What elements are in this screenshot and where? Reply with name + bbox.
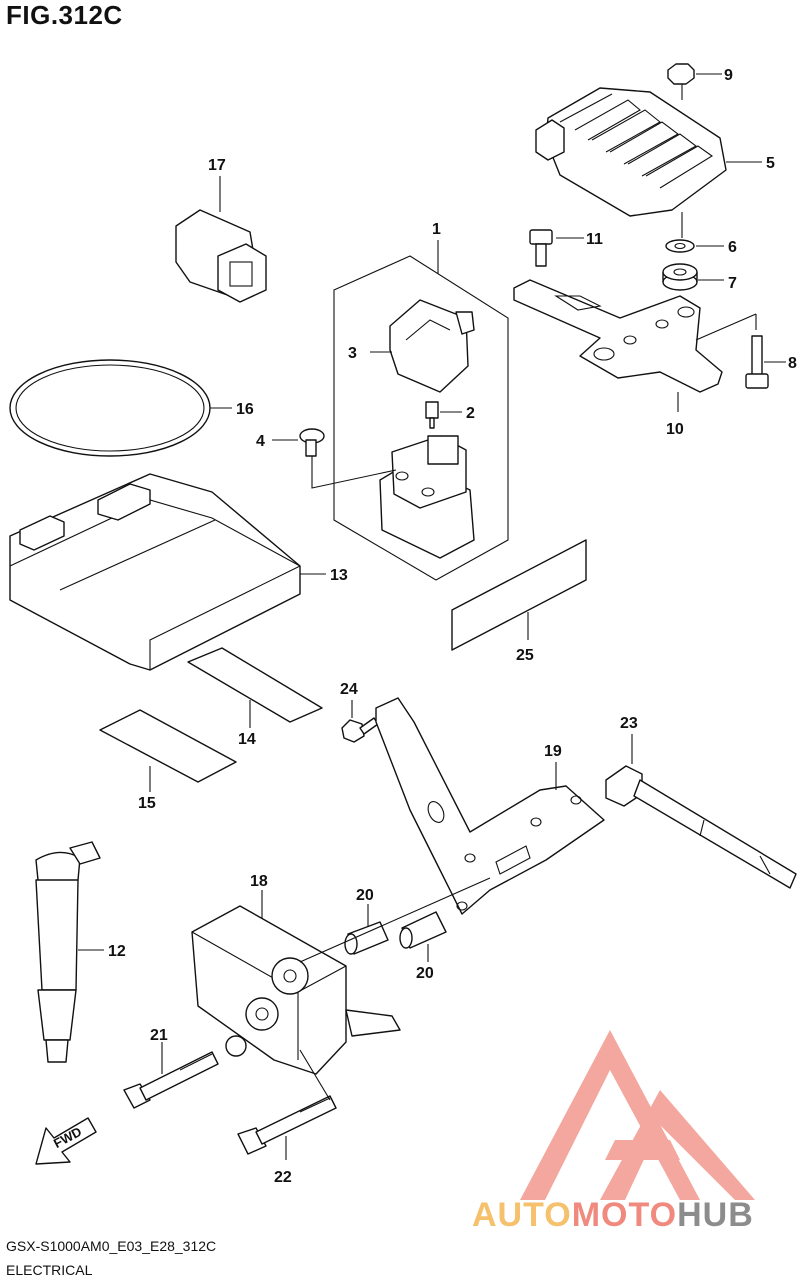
watermark-part-a: AUTO [472,1196,572,1234]
watermark-part-b: MOTO [571,1196,678,1234]
part-22-bolt[interactable] [237,1049,337,1160]
part-18-sensor[interactable] [191,890,401,1075]
watermark-logo [520,1030,755,1200]
part-10-bracket[interactable] [513,279,757,412]
part-15-pad[interactable] [99,709,237,792]
part-25-label[interactable] [451,539,587,651]
part-1-relay-body[interactable] [379,435,475,559]
figure-name: ELECTRICAL [6,1262,93,1278]
callout-13: 13 [330,567,348,584]
part-3-cap[interactable] [370,299,475,393]
part-20-bushing-upper[interactable] [344,904,389,955]
part-1-relay-group [333,240,509,581]
part-8-bolt[interactable] [745,335,786,389]
callout-3: 3 [348,345,357,362]
callout-4: 4 [256,433,265,450]
callout-9: 9 [724,67,733,84]
callout-21: 21 [150,1027,168,1044]
callout-11: 11 [586,231,603,248]
part-11-bolt[interactable] [529,229,584,267]
part-16-seal-ring[interactable] [9,359,232,457]
part-5-regulator[interactable] [535,84,762,217]
callout-14: 14 [238,731,256,748]
part-17-connector[interactable] [175,176,267,303]
callout-5: 5 [766,155,775,172]
part-4-screw[interactable] [272,428,397,489]
part-14-pad[interactable] [187,647,323,728]
assembly-line-bushing [299,877,491,963]
watermark-part-c: HUB [677,1196,754,1234]
fwd-arrow-icon: FWD [35,1117,97,1165]
callout-24: 24 [340,681,358,698]
callout-18: 18 [250,873,268,890]
callout-20-upper: 20 [356,887,374,904]
part-13-ecm[interactable] [9,473,326,671]
callout-1: 1 [432,221,441,238]
part-23-cable-tie[interactable] [605,734,797,889]
callout-23: 23 [620,715,638,732]
callout-17: 17 [208,157,226,174]
part-20-bushing-lower[interactable] [399,911,447,962]
callout-6: 6 [728,239,737,256]
figure-title: FIG.312C [6,0,123,30]
callout-2: 2 [466,405,475,422]
callout-10: 10 [666,421,684,438]
callout-15: 15 [138,795,156,812]
part-21-bolt[interactable] [123,1042,219,1109]
watermark-text: AUTOMOTOHUB [472,1196,754,1235]
callout-8: 8 [788,355,797,372]
part-2-fuse[interactable] [425,401,462,429]
callout-7: 7 [728,275,737,292]
part-24-bolt[interactable] [341,700,379,743]
callout-16: 16 [236,401,254,418]
callout-12: 12 [108,943,126,960]
callout-19: 19 [544,743,562,760]
part-6-washer[interactable] [665,212,724,253]
figure-code: GSX-S1000AM0_E03_E28_312C [6,1238,217,1254]
part-9-nut[interactable] [667,63,722,85]
part-12-ignition-coil[interactable] [35,841,104,1063]
callout-22: 22 [274,1169,292,1186]
part-7-cushion[interactable] [662,263,724,291]
callout-20-lower: 20 [416,965,434,982]
part-19-bracket[interactable] [375,697,605,915]
callout-25: 25 [516,647,534,664]
